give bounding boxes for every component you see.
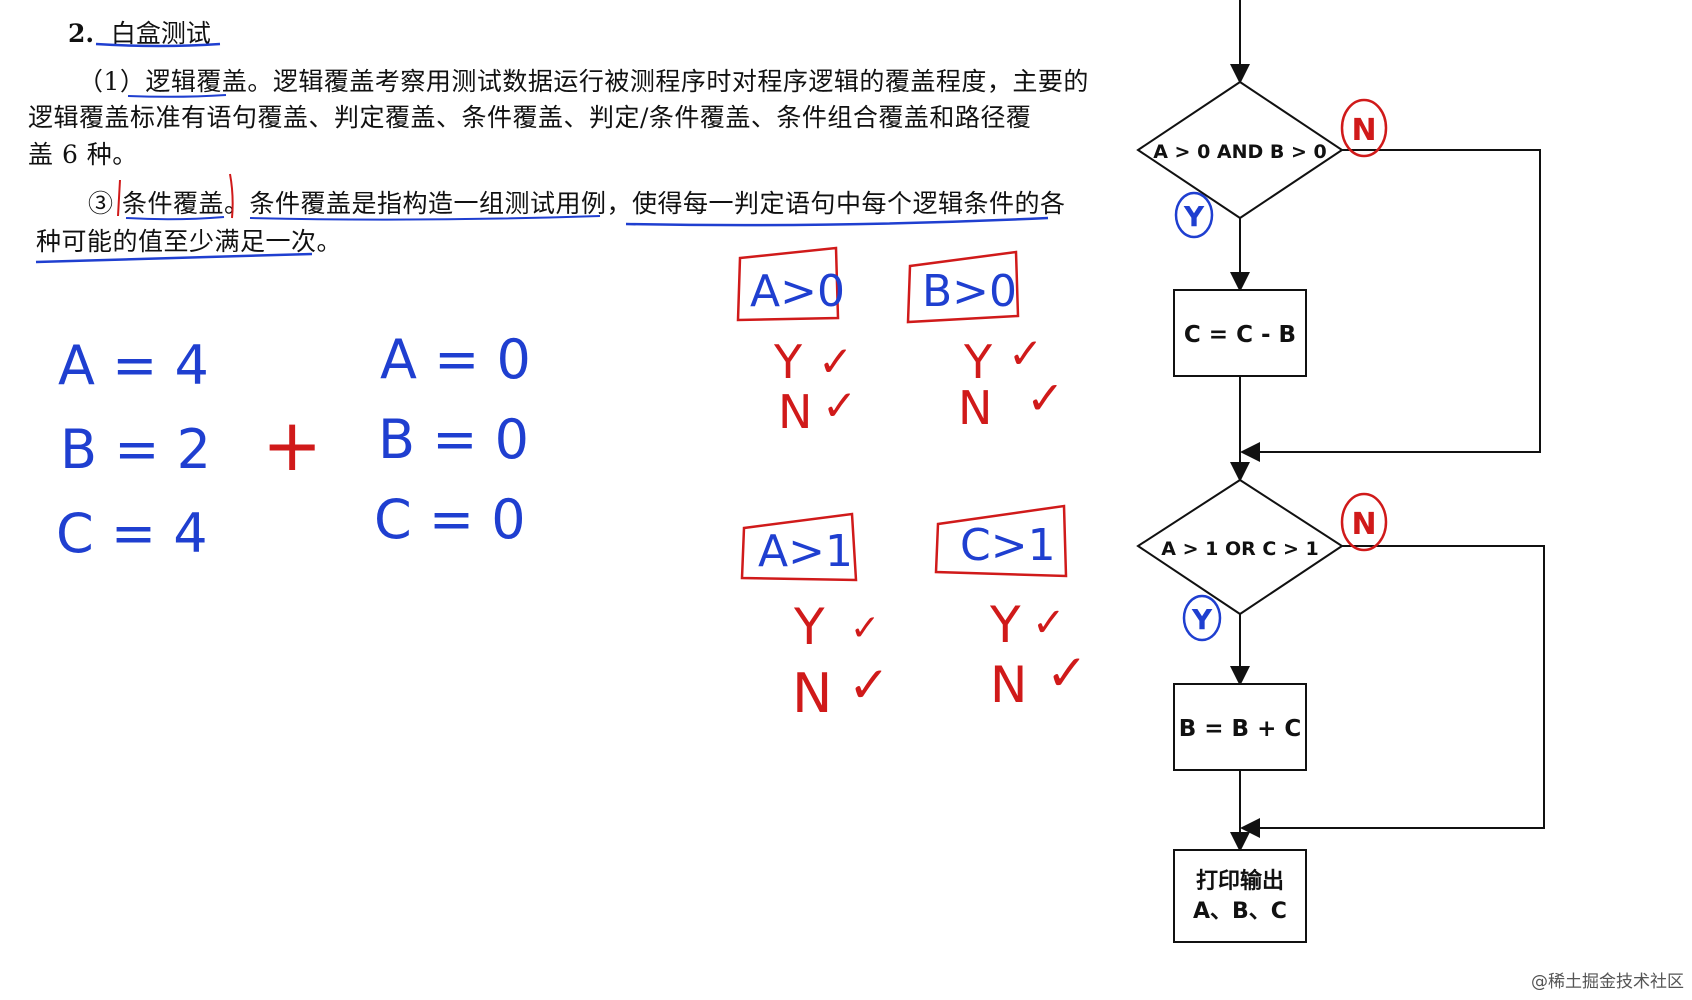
red-plus: + — [262, 403, 322, 487]
c3-n: N — [792, 662, 832, 725]
red-bracket-condition — [117, 173, 234, 219]
edge-d2-no — [1240, 545, 1545, 838]
underline-title — [95, 42, 221, 48]
c2-n-check: ✓ — [1026, 371, 1065, 425]
c3-n-check: ✓ — [848, 656, 890, 714]
underline-each-condition — [625, 216, 1049, 227]
c4-n: N — [990, 656, 1027, 714]
section-title-text: 白盒测试 — [110, 19, 211, 48]
c1-y: Y — [773, 335, 803, 389]
condition-c-gt-1: C>1 — [960, 520, 1056, 571]
underline-logic — [127, 94, 227, 98]
tc2-b: B = 0 — [378, 408, 529, 471]
para2-line2: 种可能的值至少满足一次。 — [36, 227, 343, 256]
edge-d1-no — [1240, 149, 1541, 462]
yn-checks: Y ✓ N ✓ Y ✓ N ✓ Y ✓ N ✓ Y ✓ N ✓ — [773, 329, 1088, 725]
condition-box-a1: A>1 — [740, 512, 858, 582]
tc2-c: C = 0 — [374, 488, 526, 551]
para1-line2: 逻辑覆盖标准有语句覆盖、判定覆盖、条件覆盖、判定/条件覆盖、条件组合覆盖和路径覆 — [28, 103, 1032, 132]
para1-line1: （1）逻辑覆盖。逻辑覆盖考察用测试数据运行被测程序时对程序逻辑的覆盖程度，主要的 — [78, 67, 1089, 96]
decision-2-no-marker: N — [1340, 492, 1388, 552]
process-1-shape — [1173, 289, 1307, 377]
c2-y: Y — [963, 335, 993, 389]
output-label-line1: 打印输出 — [1196, 868, 1284, 894]
condition-box-b0: B>0 — [906, 250, 1020, 324]
c1-y-check: ✓ — [818, 337, 853, 386]
c4-y: Y — [989, 596, 1021, 654]
decision-1-yes-marker: Y — [1174, 191, 1214, 239]
decision-2-yes-marker: Y — [1182, 594, 1222, 642]
decision-2-label: A > 1 OR C > 1 — [1161, 538, 1318, 560]
section-number: 2. — [68, 19, 95, 48]
condition-a-gt-0: A>0 — [750, 266, 845, 317]
decision-1-no-marker: N — [1340, 98, 1388, 158]
c1-n: N — [778, 385, 812, 439]
condition-a-gt-1: A>1 — [758, 526, 853, 577]
condition-box-a0: A>0 — [736, 246, 845, 322]
underline-definition — [249, 215, 601, 221]
decision-1-label: A > 0 AND B > 0 — [1153, 141, 1327, 163]
watermark: @稀土掘金技术社区 — [1531, 972, 1684, 992]
condition-box-c1: C>1 — [934, 504, 1068, 578]
decision-2-yes-label: Y — [1191, 603, 1213, 636]
tc1-a: A = 4 — [58, 334, 209, 397]
c1-n-check: ✓ — [822, 381, 857, 430]
c3-y-check: ✓ — [850, 608, 880, 649]
test-case-2: A = 0 B = 0 C = 0 — [374, 328, 531, 551]
output-shape — [1173, 849, 1307, 943]
decision-2-no-label: N — [1351, 507, 1376, 542]
c4-n-check: ✓ — [1046, 644, 1088, 702]
decision-1-no-label: N — [1351, 113, 1376, 148]
tc1-c: C = 4 — [56, 502, 208, 565]
output-label-line2: A、B、C — [1193, 899, 1287, 924]
document-text: 2. 白盒测试 （1）逻辑覆盖。逻辑覆盖考察用测试数据运行被测程序时对程序逻辑的… — [0, 0, 1140, 300]
process-2-label: B = B + C — [1179, 716, 1302, 742]
c4-y-check: ✓ — [1032, 600, 1066, 646]
para1-line3: 盖 6 种。 — [28, 140, 138, 169]
underline-condition — [125, 216, 225, 221]
process-2-shape — [1173, 683, 1307, 771]
process-1-label: C = C - B — [1184, 322, 1296, 348]
para2-line1: ③ 条件覆盖。条件覆盖是指构造一组测试用例，使得每一判定语句中每个逻辑条件的各 — [88, 189, 1066, 218]
condition-b-gt-0: B>0 — [922, 266, 1017, 317]
decision-1-yes-label: Y — [1183, 200, 1205, 233]
tc1-b: B = 2 — [60, 418, 211, 481]
section-title: 2. 白盒测试 — [68, 14, 211, 50]
c2-n: N — [958, 381, 992, 435]
c3-y: Y — [793, 598, 825, 656]
test-case-1: A = 4 B = 2 C = 4 — [56, 334, 211, 565]
underline-values — [35, 252, 313, 264]
c2-y-check: ✓ — [1008, 329, 1043, 378]
tc2-a: A = 0 — [380, 328, 531, 391]
